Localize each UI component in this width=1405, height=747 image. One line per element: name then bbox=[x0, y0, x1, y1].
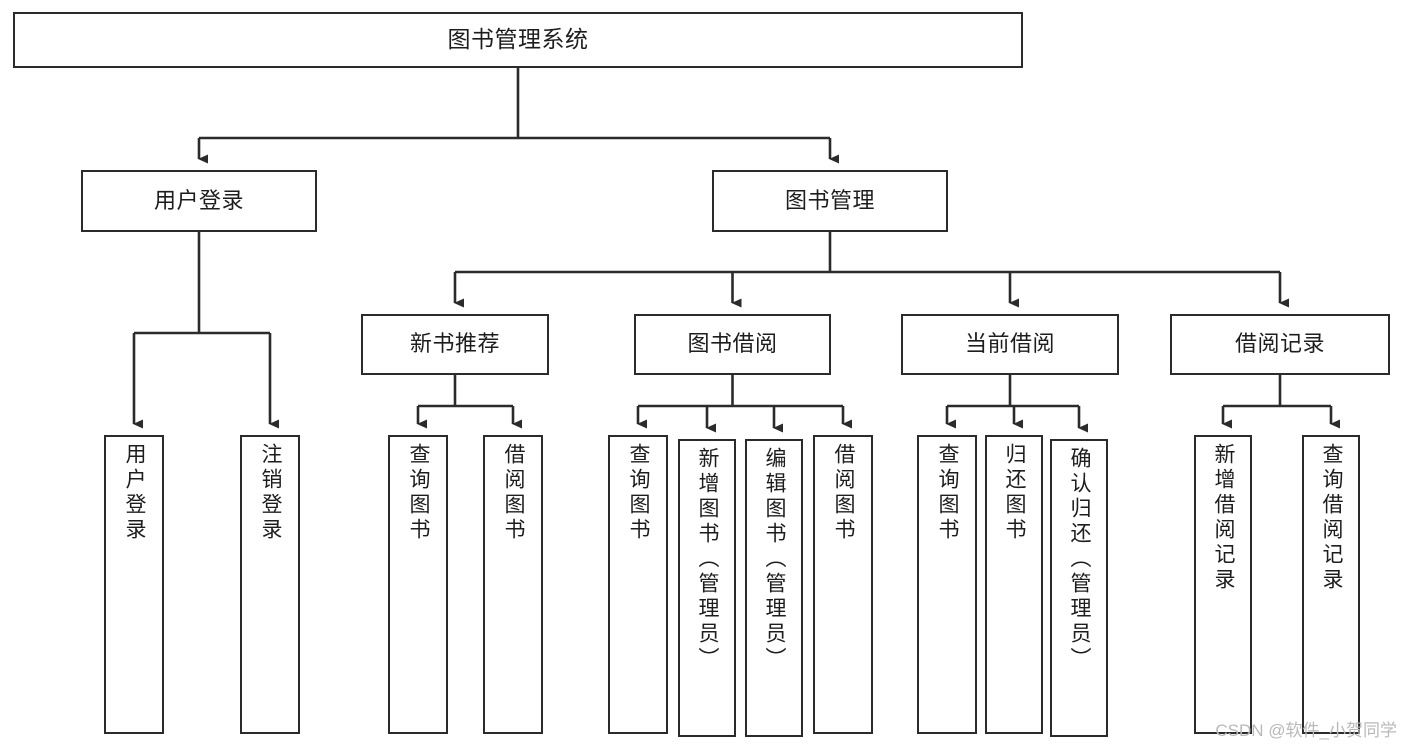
watermark: CSDN @软件_小贺同学 bbox=[1215, 721, 1397, 740]
node-book-manage[interactable]: 图书管理 bbox=[712, 170, 948, 232]
leaf-logout[interactable]: 注销登录 bbox=[240, 435, 300, 734]
node-borrow-record-label: 借阅记录 bbox=[1234, 331, 1325, 357]
leaf-add-borrow-record-label: 新增借阅记录 bbox=[1212, 443, 1236, 593]
leaf-query-book-2[interactable]: 查询图书 bbox=[608, 435, 668, 734]
node-new-book-recommend-label: 新书推荐 bbox=[409, 331, 500, 357]
leaf-logout-label: 注销登录 bbox=[259, 443, 283, 543]
leaf-confirm-return-label: 确认归还（管理员） bbox=[1068, 447, 1092, 672]
leaf-borrow-book-2-label: 借阅图书 bbox=[832, 443, 856, 543]
node-current-borrow[interactable]: 当前借阅 bbox=[901, 314, 1119, 375]
leaf-confirm-return[interactable]: 确认归还（管理员） bbox=[1050, 439, 1108, 737]
leaf-add-borrow-record[interactable]: 新增借阅记录 bbox=[1194, 435, 1252, 734]
node-current-borrow-label: 当前借阅 bbox=[964, 331, 1055, 357]
leaf-user-login[interactable]: 用户登录 bbox=[104, 435, 164, 734]
node-book-manage-label: 图书管理 bbox=[784, 187, 875, 213]
node-user-login-label: 用户登录 bbox=[153, 187, 244, 213]
node-root-label: 图书管理系统 bbox=[447, 26, 589, 53]
leaf-user-login-label: 用户登录 bbox=[123, 443, 147, 543]
leaf-query-book-3-label: 查询图书 bbox=[936, 443, 960, 543]
leaf-query-borrow-record[interactable]: 查询借阅记录 bbox=[1302, 435, 1360, 734]
leaf-return-book-label: 归还图书 bbox=[1003, 443, 1027, 543]
leaf-query-book-1-label: 查询图书 bbox=[407, 443, 431, 543]
leaf-query-borrow-record-label: 查询借阅记录 bbox=[1320, 443, 1344, 593]
node-root[interactable]: 图书管理系统 bbox=[13, 12, 1023, 68]
node-borrow-record[interactable]: 借阅记录 bbox=[1170, 314, 1390, 375]
leaf-add-book-label: 新增图书（管理员） bbox=[696, 447, 720, 672]
node-book-borrow[interactable]: 图书借阅 bbox=[634, 314, 831, 375]
leaf-return-book[interactable]: 归还图书 bbox=[985, 435, 1043, 734]
leaf-edit-book-label: 编辑图书（管理员） bbox=[763, 447, 787, 672]
leaf-query-book-2-label: 查询图书 bbox=[627, 443, 651, 543]
leaf-edit-book[interactable]: 编辑图书（管理员） bbox=[745, 439, 803, 737]
leaf-query-book-3[interactable]: 查询图书 bbox=[917, 435, 977, 734]
node-user-login[interactable]: 用户登录 bbox=[81, 170, 317, 232]
node-new-book-recommend[interactable]: 新书推荐 bbox=[361, 314, 549, 375]
leaf-borrow-book-2[interactable]: 借阅图书 bbox=[813, 435, 873, 734]
leaf-query-book-1[interactable]: 查询图书 bbox=[388, 435, 448, 734]
leaf-borrow-book-1-label: 借阅图书 bbox=[502, 443, 526, 543]
node-book-borrow-label: 图书借阅 bbox=[687, 331, 778, 357]
leaf-add-book[interactable]: 新增图书（管理员） bbox=[678, 439, 736, 737]
leaf-borrow-book-1[interactable]: 借阅图书 bbox=[483, 435, 543, 734]
